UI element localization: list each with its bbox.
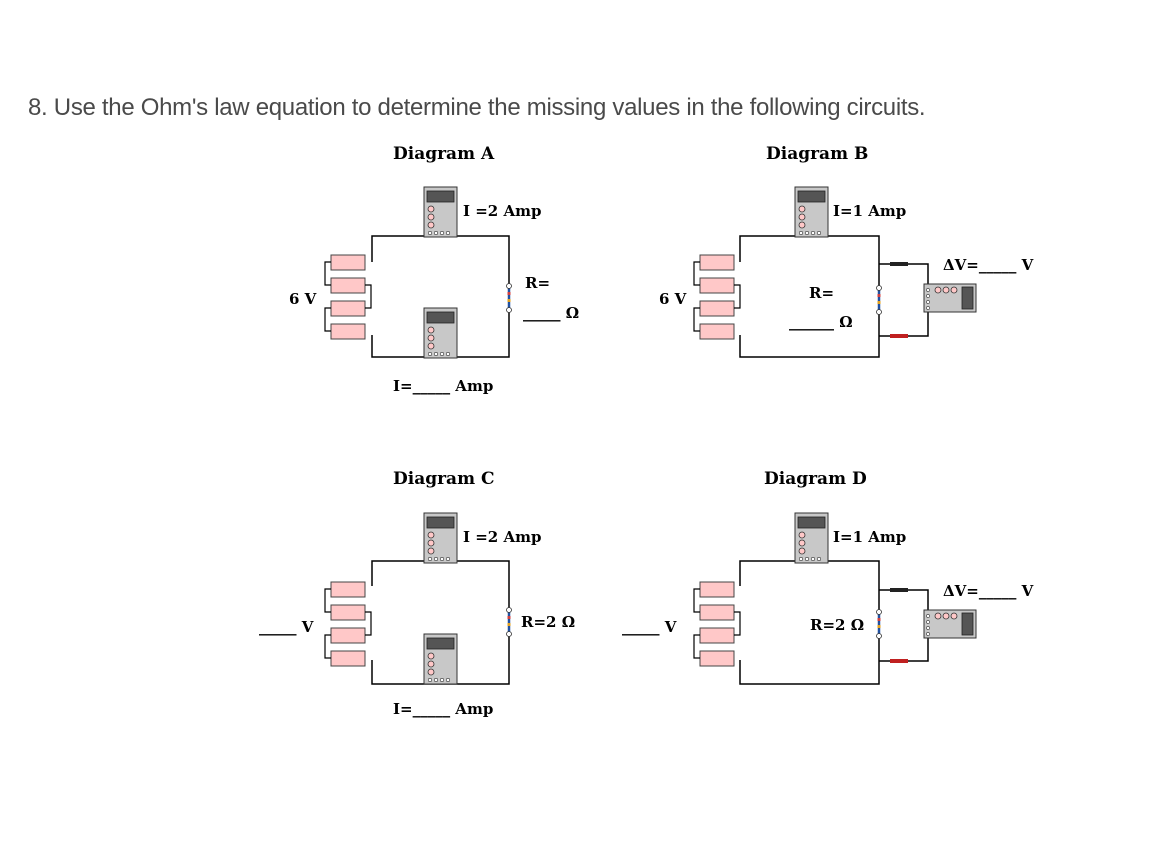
diagram-a-battery-icon	[324, 254, 372, 340]
diagram-d-resistor-icon	[875, 608, 883, 640]
diagram-d-black-probe	[890, 588, 908, 592]
diagram-b-resistor-icon	[875, 284, 883, 316]
diagram-b-resistor-blank: ______ Ω	[789, 313, 853, 331]
diagram-c-resistor-label: R=2 Ω	[521, 613, 575, 631]
diagram-c-battery-label: _____ V	[259, 618, 314, 636]
diagram-d-battery-label: _____ V	[622, 618, 677, 636]
diagram-a-top-meter-label: I =2 Amp	[463, 202, 541, 220]
diagram-b-battery-label: 6 V	[659, 290, 687, 308]
diagram-d-ammeter-icon	[794, 512, 829, 564]
diagram-b-resistor-label: R=	[809, 284, 834, 302]
diagram-c-bottom-meter-label: I=_____ Amp	[393, 700, 493, 718]
diagram-c-battery-icon	[324, 581, 372, 667]
diagram-b-voltmeter-label: ΔV=_____ V	[943, 256, 1034, 274]
diagram-c-resistor-icon	[505, 606, 513, 638]
diagram-a-resistor-label: R=	[525, 274, 550, 292]
diagram-a-battery-label: 6 V	[289, 290, 317, 308]
diagram-b-ammeter-icon	[794, 186, 829, 238]
diagram-b-battery-icon	[693, 254, 741, 340]
diagram-a-resistor-blank: _____ Ω	[523, 304, 579, 322]
diagram-c-bottom-ammeter-icon	[423, 633, 458, 685]
diagram-a-title: Diagram A	[393, 144, 495, 164]
diagram-b-top-meter-label: I=1 Amp	[833, 202, 906, 220]
diagram-d: Diagram D I=1 Amp _____ V R=2 Ω ΔV=_____…	[622, 469, 1034, 685]
diagram-a: Diagram A I =2 Amp 6 V R= _____ Ω I=____…	[289, 144, 579, 395]
diagram-d-title: Diagram D	[764, 469, 867, 489]
diagram-b-title: Diagram B	[766, 144, 868, 164]
question-text: 8. Use the Ohm's law equation to determi…	[28, 94, 926, 121]
diagram-b-voltmeter-leads	[879, 263, 929, 337]
diagram-b-black-probe	[890, 262, 908, 266]
diagram-d-resistor-label: R=2 Ω	[810, 616, 864, 634]
diagram-a-resistor-icon	[505, 282, 513, 314]
diagram-c-top-ammeter-icon	[423, 512, 458, 564]
diagram-a-bottom-ammeter-icon	[423, 307, 458, 359]
diagram-a-top-ammeter-icon	[423, 186, 458, 238]
diagram-c: Diagram C I =2 Amp _____ V R=2 Ω I=_____…	[259, 469, 575, 718]
diagram-d-voltmeter-label: ΔV=_____ V	[943, 582, 1034, 600]
diagram-d-battery-icon	[693, 581, 741, 667]
diagram-d-voltmeter-leads	[879, 589, 929, 662]
diagram-b: Diagram B I=1 Amp 6 V R= ______ Ω ΔV=___…	[659, 144, 1034, 358]
diagram-d-voltmeter-icon	[923, 609, 977, 639]
diagram-d-top-meter-label: I=1 Amp	[833, 528, 906, 546]
diagram-d-red-probe	[890, 659, 908, 663]
diagram-b-red-probe	[890, 334, 908, 338]
diagram-c-top-meter-label: I =2 Amp	[463, 528, 541, 546]
diagram-a-bottom-meter-label: I=_____ Amp	[393, 377, 493, 395]
diagram-c-title: Diagram C	[393, 469, 495, 489]
diagram-b-voltmeter-icon	[923, 283, 977, 313]
